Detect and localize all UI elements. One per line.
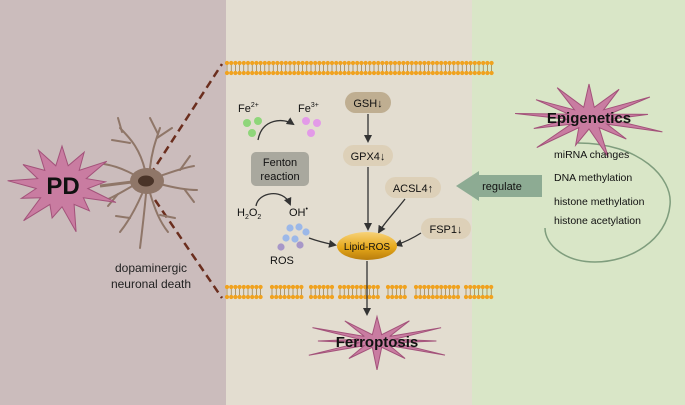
acsl4-label: ACSL4↑: [393, 183, 433, 195]
ferroptosis-star-shape: [308, 314, 446, 371]
epigenetics-loop: [544, 142, 671, 263]
neuron-axon: [99, 180, 133, 188]
fsp1-label: FSP1↓: [429, 224, 462, 236]
gpx4-node: [343, 145, 393, 166]
right-panel: [472, 0, 685, 405]
epigenetics-title: Epigenetics: [547, 110, 631, 127]
fe2-label: Fe2+: [238, 102, 259, 115]
ros-dots: [277, 223, 310, 251]
fe3-label: Fe3+: [298, 102, 319, 115]
left-panel: [0, 0, 226, 405]
ros-to-lipid-ros-arrow: [308, 237, 337, 248]
oh-radical-label: OH•: [289, 206, 309, 219]
acsl4-to-lipid-ros-arrow: [377, 198, 406, 234]
h2o2-label: H2O2: [237, 207, 261, 221]
fenton-reaction-box: [251, 152, 309, 186]
pd-star-shape: [7, 144, 117, 233]
lipid-ros-label: Lipid-ROS: [344, 242, 390, 253]
h2o2-to-oh-arrow: [255, 193, 292, 207]
fe-conversion-arrow: [257, 117, 295, 141]
neuron-caption-line1: dopaminergic: [115, 261, 187, 275]
ferroptosis-label: Ferroptosis: [336, 334, 419, 351]
epigenetic-item-histone-acetylation: histone acetylation: [554, 215, 641, 227]
fe2-dots: [243, 117, 262, 137]
pd-label: PD: [46, 173, 79, 200]
regulate-block-arrow: [456, 171, 542, 201]
fenton-box-line2: reaction: [260, 171, 299, 183]
cell-membrane-bottom: [224, 284, 494, 300]
fe3-dots: [302, 117, 321, 137]
lipid-ros-node: [337, 232, 397, 260]
fsp1-node: [421, 218, 471, 239]
fenton-box-line1: Fenton: [263, 157, 297, 169]
gsh-label: GSH↓: [353, 98, 382, 110]
ros-label: ROS: [270, 255, 294, 267]
epigenetics-star-shape: [515, 83, 663, 158]
neuron-nucleus: [138, 175, 154, 187]
fsp1-to-lipid-ros-arrow: [394, 232, 422, 247]
acsl4-node: [385, 177, 441, 198]
zoom-line-top: [148, 63, 224, 176]
epigenetic-item-dna-methylation: DNA methylation: [554, 172, 632, 184]
epigenetic-item-histone-methylation: histone methylation: [554, 196, 645, 208]
gsh-node: [345, 92, 391, 113]
dopaminergic-neuron-icon: [103, 117, 198, 249]
neuron-caption-line2: neuronal death: [111, 277, 191, 291]
cell-membrane-top: [224, 60, 494, 76]
epigenetic-item-mirna: miRNA changes: [554, 149, 629, 161]
regulate-label: regulate: [482, 181, 522, 193]
gpx4-label: GPX4↓: [351, 151, 386, 163]
